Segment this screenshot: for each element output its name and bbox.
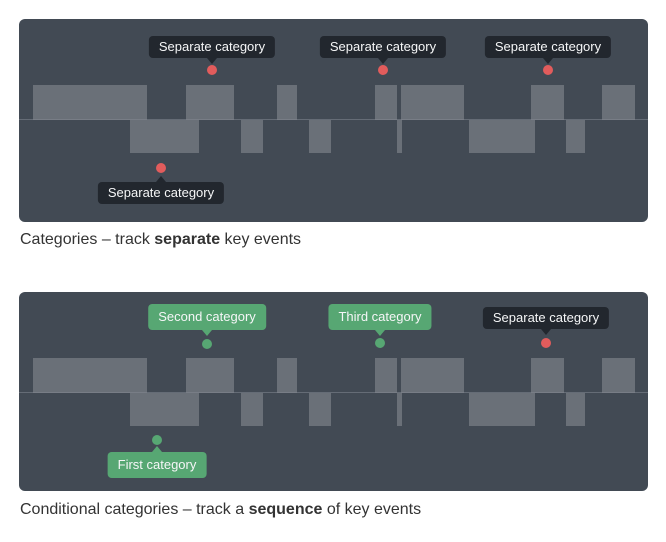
red-event-dot xyxy=(207,65,217,75)
red-event-dot xyxy=(541,338,551,348)
session-block xyxy=(309,393,331,426)
session-block xyxy=(566,120,585,153)
tooltip-pill: First category xyxy=(107,452,207,478)
green-event-dot xyxy=(152,435,162,445)
session-block xyxy=(130,393,199,426)
tooltip-pill: Second category xyxy=(148,304,266,330)
session-block xyxy=(130,120,199,153)
session-block xyxy=(602,85,635,120)
session-block xyxy=(531,358,564,393)
session-block xyxy=(277,85,297,120)
green-event-dot xyxy=(202,339,212,349)
green-event-dot xyxy=(375,338,385,348)
tooltip-pointer xyxy=(543,58,553,64)
session-block xyxy=(375,358,397,393)
tooltip-pill: Separate category xyxy=(482,307,610,329)
timeline-baseline xyxy=(19,119,648,120)
session-block xyxy=(469,393,535,426)
session-block xyxy=(469,120,535,153)
tooltip-pointer xyxy=(378,58,388,64)
tooltip-pointer xyxy=(152,446,162,452)
session-block xyxy=(401,358,464,393)
timeline-baseline xyxy=(19,392,648,393)
tooltip-pill: Separate category xyxy=(484,36,612,58)
tooltip-pill: Third category xyxy=(328,304,432,330)
caption-text: key events xyxy=(220,231,302,248)
session-block xyxy=(375,85,397,120)
session-block xyxy=(531,85,564,120)
tooltip-pointer xyxy=(375,330,385,336)
tooltip-pointer xyxy=(202,330,212,336)
session-block xyxy=(186,358,234,393)
caption-bold-word: sequence xyxy=(248,501,323,518)
caption-text: Conditional categories – track a xyxy=(20,501,249,518)
figure-caption-separate: Categories – track separate key events xyxy=(20,230,301,250)
caption-text: of key events xyxy=(322,501,422,518)
session-block xyxy=(602,358,635,393)
red-event-dot xyxy=(378,65,388,75)
tooltip-pointer xyxy=(541,329,551,335)
session-block xyxy=(277,358,297,393)
session-block xyxy=(241,120,263,153)
session-block xyxy=(186,85,234,120)
figure-caption-conditional: Conditional categories – track a sequenc… xyxy=(20,500,421,520)
tooltip-pointer xyxy=(156,176,166,182)
tooltip-pill: Separate category xyxy=(148,36,276,58)
caption-text: Categories – track xyxy=(20,231,155,248)
session-block xyxy=(33,85,147,120)
tooltip-pill: Separate category xyxy=(97,182,225,204)
tooltip-pointer xyxy=(207,58,217,64)
session-block xyxy=(566,393,585,426)
timeline-panel-conditional: Second category Third category Separate ca… xyxy=(19,292,648,491)
tooltip-pill: Separate category xyxy=(319,36,447,58)
session-block xyxy=(401,85,464,120)
session-block xyxy=(397,120,402,153)
session-block xyxy=(241,393,263,426)
red-event-dot xyxy=(156,163,166,173)
session-block xyxy=(397,393,402,426)
session-block xyxy=(33,358,147,393)
red-event-dot xyxy=(543,65,553,75)
caption-bold-word: separate xyxy=(154,231,221,248)
session-block xyxy=(309,120,331,153)
